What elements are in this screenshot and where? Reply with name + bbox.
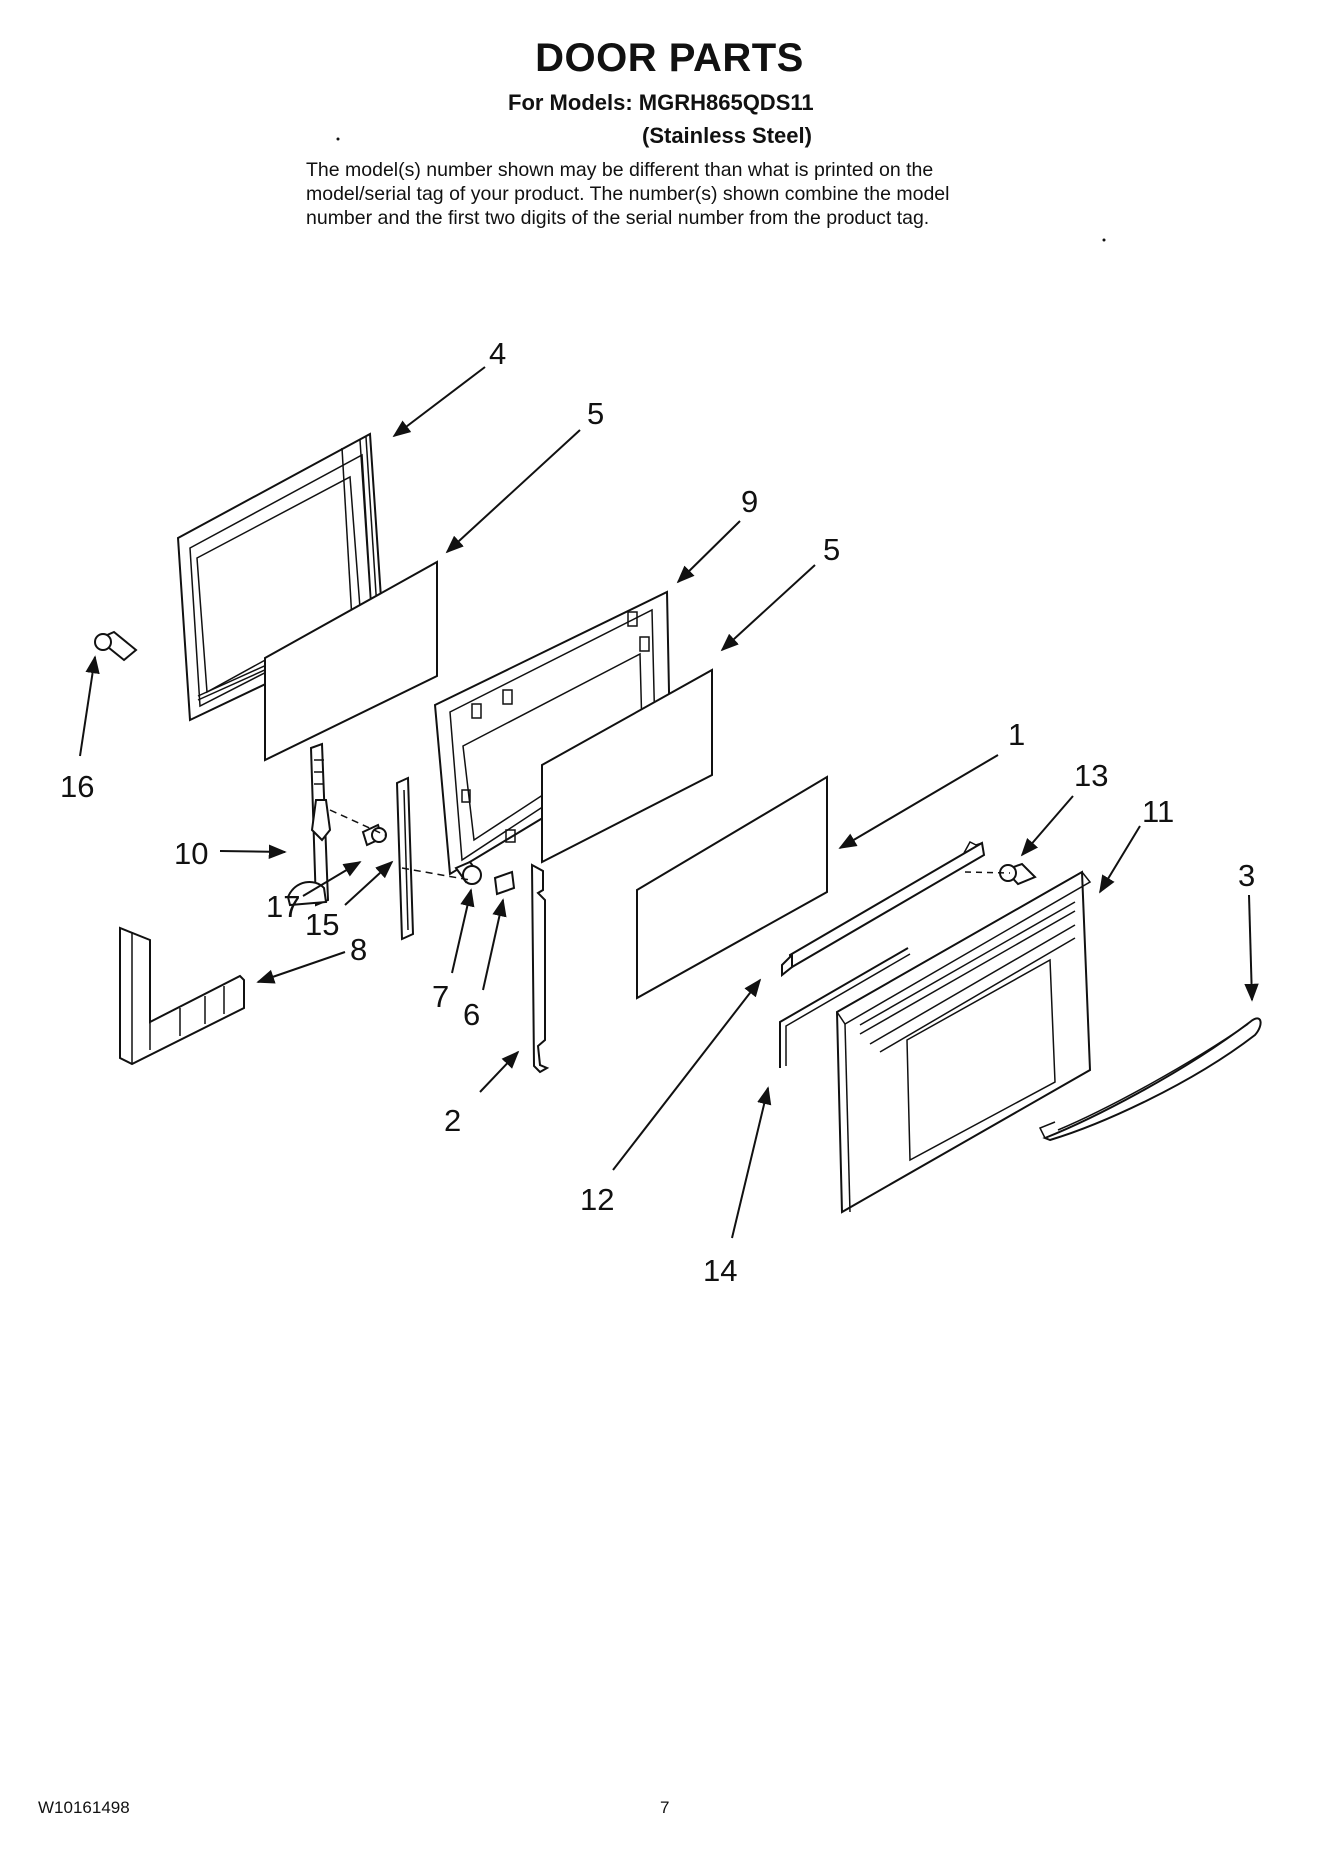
door-gasket-part <box>779 947 909 1068</box>
callout-leader-lines <box>79 366 1259 1239</box>
callout-16: 16 <box>60 769 94 804</box>
stray-dot <box>1102 238 1106 242</box>
door-hinge-part <box>286 742 332 907</box>
oven-door-glass-part <box>541 668 713 864</box>
hinge-channel-part <box>395 776 415 941</box>
callout-8: 8 <box>350 932 367 967</box>
callout-5: 5 <box>823 532 840 567</box>
callout-15: 15 <box>305 907 339 942</box>
page-title: DOOR PARTS <box>535 36 804 80</box>
side-trim-part <box>530 863 550 1074</box>
assembly-line <box>329 809 386 836</box>
hinge-clip-part <box>493 870 516 896</box>
callout-17: 17 <box>266 889 300 924</box>
callout-13: 13 <box>1074 758 1108 793</box>
callout-2: 2 <box>444 1103 461 1138</box>
page-number: 7 <box>660 1798 670 1817</box>
inner-glass-part <box>636 775 828 1000</box>
notice-line: model/serial tag of your product. The nu… <box>306 183 950 205</box>
assembly-line <box>964 871 1011 874</box>
callout-3: 3 <box>1238 858 1255 893</box>
panel-screw-part <box>999 862 1037 886</box>
callout-12: 12 <box>580 1182 614 1217</box>
door-vent-part <box>781 841 986 978</box>
door-gasket-part <box>785 953 911 1066</box>
callout-6: 6 <box>463 997 480 1032</box>
callout-14: 14 <box>703 1253 737 1288</box>
stray-dot <box>336 137 340 141</box>
callout-7: 7 <box>432 979 449 1014</box>
oven-door-glass-part <box>264 560 438 762</box>
mounting-screw-part <box>94 630 138 662</box>
callout-10: 10 <box>174 836 208 871</box>
outer-door-panel-part <box>835 870 1092 1214</box>
hinge-screw-part <box>361 823 387 847</box>
door-handle-part <box>1038 1017 1262 1142</box>
door-trim-bracket-part <box>119 926 245 1066</box>
notice-line: number and the first two digits of the s… <box>306 207 930 229</box>
notice-line: The model(s) number shown may be differe… <box>306 159 934 181</box>
callout-11: 11 <box>1142 794 1174 829</box>
finish-line: (Stainless Steel) <box>642 123 812 148</box>
callout-5: 5 <box>587 396 604 431</box>
document-number: W10161498 <box>38 1798 130 1817</box>
models-line: For Models: MGRH865QDS11 <box>508 90 814 115</box>
callout-4: 4 <box>489 336 506 371</box>
callout-9: 9 <box>741 484 758 519</box>
model-notice: The model(s) number shown may be differe… <box>306 158 1136 230</box>
callout-1: 1 <box>1008 717 1025 752</box>
